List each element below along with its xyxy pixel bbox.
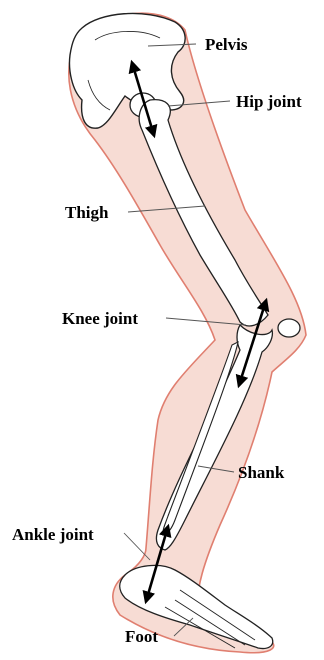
pelvis-label: Pelvis [205,35,248,54]
knee-joint-label: Knee joint [62,309,138,328]
shank-label: Shank [238,463,285,482]
thigh-label: Thigh [65,203,109,222]
ankle-joint-label: Ankle joint [12,525,94,544]
hip-joint-label: Hip joint [236,92,302,111]
foot-label: Foot [125,627,158,646]
patella-bone [278,319,300,337]
